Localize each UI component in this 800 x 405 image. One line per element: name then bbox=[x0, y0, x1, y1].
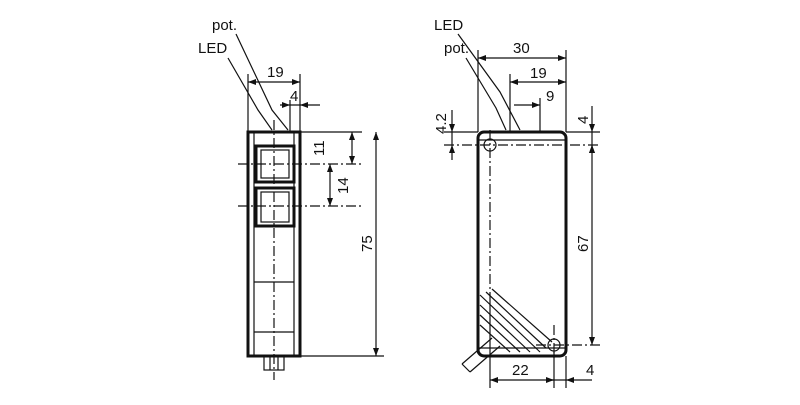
right-view: LED pot. 30 19 9 4.2 4 bbox=[433, 17, 600, 388]
right-led-leader bbox=[457, 33, 521, 131]
dim-11-label: 11 bbox=[311, 140, 328, 156]
right-led-label: LED bbox=[434, 17, 463, 34]
right-body-outline bbox=[476, 130, 568, 358]
dim-4-top-label: 4 bbox=[575, 116, 592, 124]
right-dim-19-label: 19 bbox=[530, 65, 547, 82]
dim-9-label: 9 bbox=[546, 88, 554, 105]
left-view: pot. LED 19 4 11 14 75 bbox=[198, 17, 384, 380]
left-led-leader bbox=[227, 57, 273, 131]
cable bbox=[461, 337, 501, 373]
dim-22-label: 22 bbox=[512, 362, 529, 379]
left-led-label: LED bbox=[198, 40, 227, 57]
dim-75-label: 75 bbox=[359, 235, 376, 252]
dim-4-2-label: 4.2 bbox=[433, 113, 450, 134]
right-pot-leader bbox=[465, 57, 507, 131]
dim-4-bottom-label: 4 bbox=[586, 362, 594, 379]
left-pot-leader bbox=[235, 33, 289, 131]
left-pot-label: pot. bbox=[212, 17, 237, 34]
right-pot-label: pot. bbox=[444, 40, 469, 57]
lower-lens-inner bbox=[260, 191, 290, 223]
dim-67-label: 67 bbox=[575, 235, 592, 252]
dim-14-label: 14 bbox=[335, 177, 352, 194]
dim-19-label: 19 bbox=[267, 64, 284, 81]
dim-30-label: 30 bbox=[513, 40, 530, 57]
connector-hatch bbox=[479, 288, 553, 353]
lower-lens-window bbox=[254, 186, 296, 228]
dim-4-label: 4 bbox=[290, 88, 298, 105]
